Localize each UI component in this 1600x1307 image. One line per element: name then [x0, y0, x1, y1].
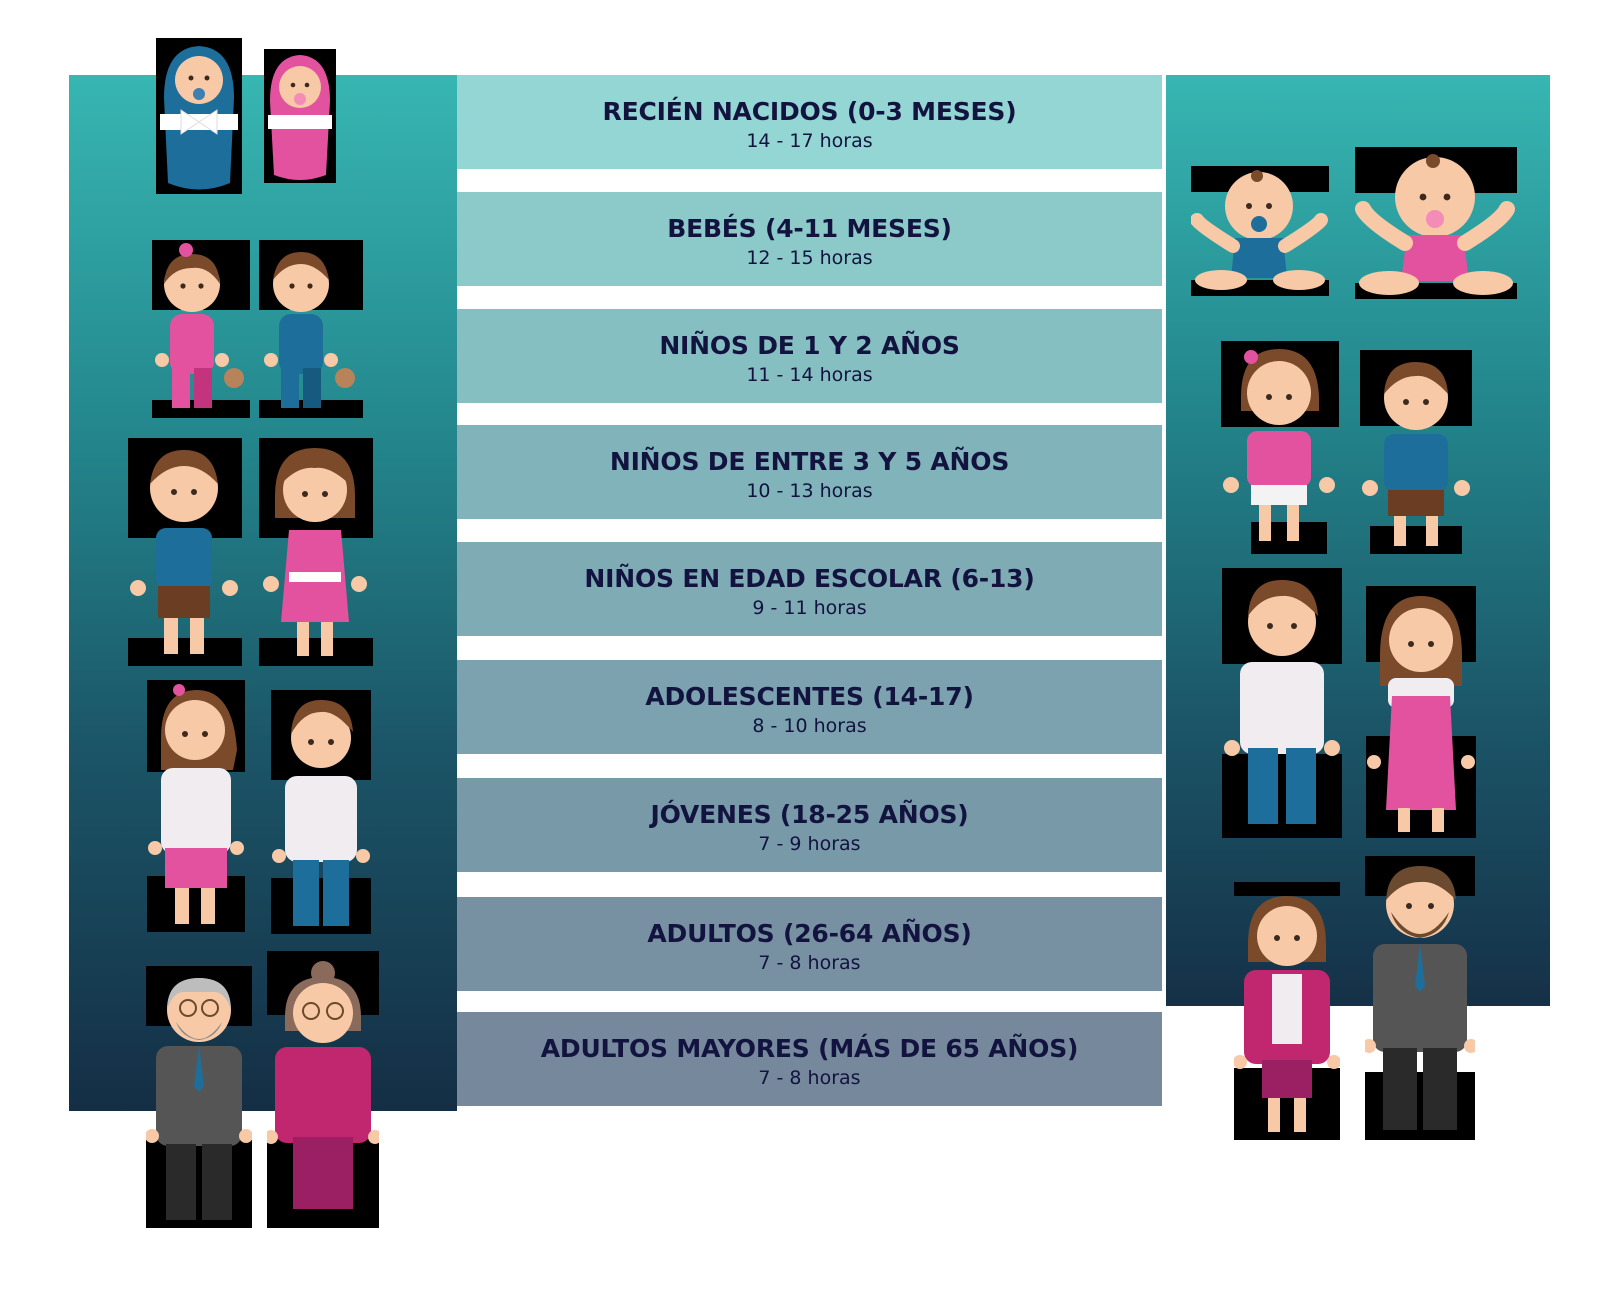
row-adults: ADULTOS (26-64 AÑOS) 7 - 8 horas	[457, 897, 1162, 991]
adult-man-icon	[1365, 856, 1475, 1140]
row-hours: 11 - 14 horas	[746, 364, 873, 386]
row-title: NIÑOS DE 1 Y 2 AÑOS	[659, 331, 960, 360]
young-woman-icon	[1366, 586, 1476, 838]
preschool-boy-icon	[128, 438, 242, 666]
elderly-woman-icon	[267, 951, 379, 1228]
row-title: JÓVENES (18-25 AÑOS)	[650, 800, 969, 829]
small-boy-icon	[1360, 350, 1472, 554]
row-school-age: NIÑOS EN EDAD ESCOLAR (6-13) 9 - 11 hora…	[457, 542, 1162, 636]
row-hours: 7 - 8 horas	[758, 952, 861, 974]
row-title: RECIÉN NACIDOS (0-3 MESES)	[602, 97, 1017, 126]
row-older-adults: ADULTOS MAYORES (MÁS DE 65 AÑOS) 7 - 8 h…	[457, 1012, 1162, 1106]
row-newborns: RECIÉN NACIDOS (0-3 MESES) 14 - 17 horas	[457, 75, 1162, 169]
row-hours: 8 - 10 horas	[752, 715, 867, 737]
row-young-adults: JÓVENES (18-25 AÑOS) 7 - 9 horas	[457, 778, 1162, 872]
row-adolescents: ADOLESCENTES (14-17) 8 - 10 horas	[457, 660, 1162, 754]
preschool-girl-icon	[259, 438, 373, 666]
newborn-girl-icon	[264, 49, 336, 183]
row-preschool: NIÑOS DE ENTRE 3 Y 5 AÑOS 10 - 13 horas	[457, 425, 1162, 519]
small-girl-icon	[1221, 341, 1339, 554]
baby-girl-icon	[1355, 147, 1517, 299]
baby-boy-icon	[1191, 166, 1329, 296]
teen-boy-icon	[271, 690, 371, 934]
row-title: NIÑOS DE ENTRE 3 Y 5 AÑOS	[609, 447, 1010, 476]
row-title: ADULTOS MAYORES (MÁS DE 65 AÑOS)	[540, 1034, 1079, 1063]
adult-woman-icon	[1234, 882, 1340, 1140]
row-toddlers: NIÑOS DE 1 Y 2 AÑOS 11 - 14 horas	[457, 309, 1162, 403]
elderly-man-icon	[146, 966, 252, 1228]
row-hours: 7 - 9 horas	[758, 833, 861, 855]
toddler-girl-icon	[152, 240, 250, 418]
row-hours: 10 - 13 horas	[746, 480, 873, 502]
row-title: ADULTOS (26-64 AÑOS)	[647, 919, 972, 948]
row-hours: 14 - 17 horas	[746, 130, 873, 152]
teen-girl-icon	[147, 680, 245, 932]
young-man-icon	[1222, 568, 1342, 838]
row-title: NIÑOS EN EDAD ESCOLAR (6-13)	[584, 564, 1035, 593]
row-title: BEBÉS (4-11 MESES)	[667, 214, 952, 243]
row-title: ADOLESCENTES (14-17)	[645, 682, 974, 711]
toddler-boy-icon	[259, 240, 363, 418]
row-hours: 12 - 15 horas	[746, 247, 873, 269]
row-hours: 9 - 11 horas	[752, 597, 867, 619]
newborn-boy-icon	[156, 38, 242, 194]
row-babies: BEBÉS (4-11 MESES) 12 - 15 horas	[457, 192, 1162, 286]
row-hours: 7 - 8 horas	[758, 1067, 861, 1089]
